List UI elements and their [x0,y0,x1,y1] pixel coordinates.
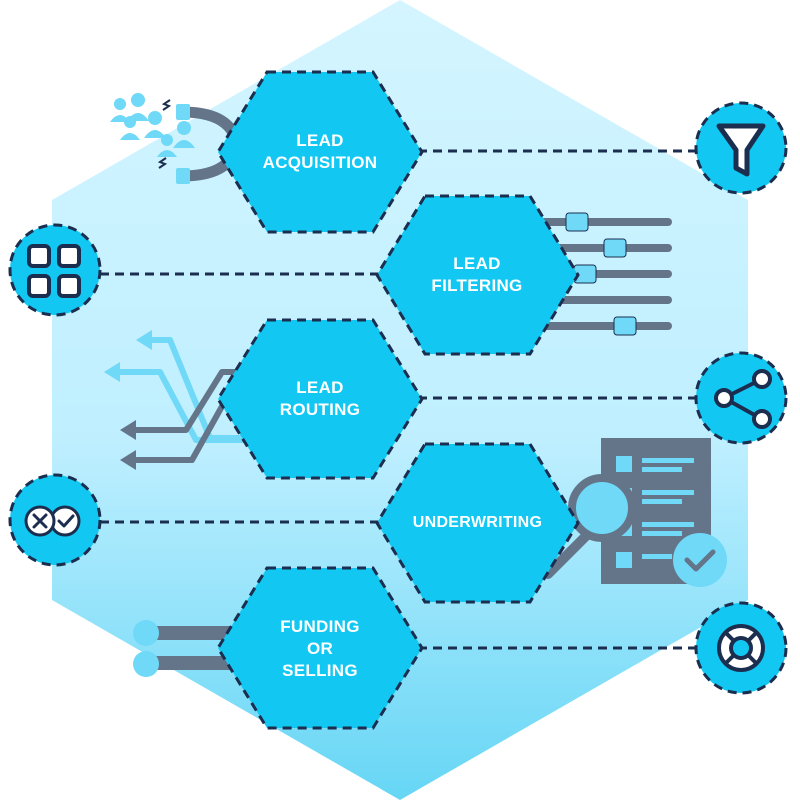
hexagon-lead-acquisition [216,70,424,234]
stage-label-funding-or-selling: FUNDING OR SELLING [240,604,400,694]
magnet-illustration [110,93,242,184]
circle-icons [8,101,788,695]
stage-label-underwriting: UNDERWRITING [390,483,565,563]
hexagon-lead-routing [216,318,424,480]
stage-label-lead-acquisition: LEAD ACQUISITION [240,112,400,192]
stage-label-line: LEAD [296,378,344,397]
stage-label-line: UNDERWRITING [412,514,543,531]
lifebuoy-icon [694,601,788,695]
connector-lines [100,149,700,650]
stage-label-line: ROUTING [279,400,361,419]
stage-label-lead-filtering: LEAD FILTERING [397,235,557,315]
hexagon-funding-or-selling [216,566,424,730]
hexagon-lead-filtering [375,194,580,356]
stage-label-line: OR [306,639,334,658]
approve-reject-icon [8,473,102,567]
stage-label-line: LEAD [296,131,344,150]
share-icon [694,351,788,445]
stage-label-line: LEAD [453,254,501,273]
stage-label-line: FUNDING [280,617,360,636]
stage-hexagons [216,70,580,730]
stage-label-line: SELLING [282,661,358,680]
funnel-icon [694,101,788,195]
stage-label-lead-routing: LEAD ROUTING [240,359,400,439]
hexagon-underwriting [375,442,580,604]
app-grid-icon [8,223,102,317]
stage-label-line: ACQUISITION [262,153,378,172]
stage-label-line: FILTERING [431,276,523,295]
document-magnifier-illustration [543,438,727,587]
